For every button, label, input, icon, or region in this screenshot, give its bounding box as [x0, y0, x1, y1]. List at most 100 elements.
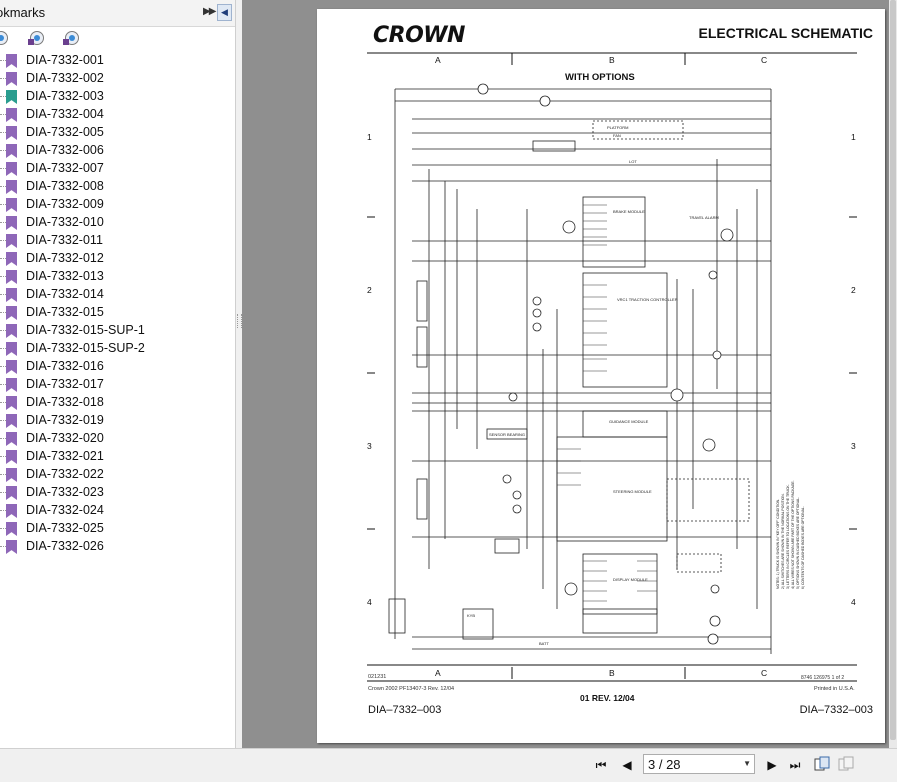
document-viewer[interactable]: CROWN ELECTRICAL SCHEMATIC WITH OPTIONS [242, 0, 897, 748]
bookmark-item[interactable]: DIA-7332-014 [0, 286, 235, 304]
bookmark-item[interactable]: DIA-7332-026 [0, 538, 235, 556]
bookmark-label: DIA-7332-021 [26, 449, 104, 463]
previous-page-icon[interactable]: ◀ [622, 758, 632, 772]
svg-text:3) LETTERS IN CIRCLES REFER TO: 3) LETTERS IN CIRCLES REFER TO LOCATIONS… [786, 484, 790, 589]
bookmark-icon [6, 180, 17, 194]
bookmark-find-icon[interactable] [28, 31, 44, 45]
bookmark-item[interactable]: DIA-7332-020 [0, 430, 235, 448]
column-label-a-bottom: A [435, 668, 441, 678]
panel-splitter[interactable] [236, 0, 242, 781]
platform-label: PLATFORM [607, 125, 628, 130]
bookmark-label: DIA-7332-018 [26, 395, 104, 409]
bookmark-item[interactable]: DIA-7332-016 [0, 358, 235, 376]
chevron-down-icon[interactable]: ▼ [743, 759, 751, 768]
display-module-label: DISPLAY MODULE [613, 577, 648, 582]
first-page-icon[interactable]: ⏮ [595, 758, 607, 772]
tree-connector [0, 294, 6, 295]
svg-text:6) CONTENTS OF DASHED BOXES AR: 6) CONTENTS OF DASHED BOXES ARE OPTIONAL… [801, 506, 805, 589]
bookmark-icon [6, 288, 17, 302]
bookmark-item[interactable]: DIA-7332-012 [0, 250, 235, 268]
bookmark-item[interactable]: DIA-7332-006 [0, 142, 235, 160]
bookmark-item[interactable]: DIA-7332-007 [0, 160, 235, 178]
bookmark-item[interactable]: DIA-7332-013 [0, 268, 235, 286]
tree-connector [0, 132, 6, 133]
bookmark-item[interactable]: DIA-7332-008 [0, 178, 235, 196]
bookmark-goto-icon[interactable] [63, 31, 79, 45]
last-page-icon[interactable]: ⏭ [789, 758, 801, 772]
tree-connector [0, 60, 6, 61]
lot-label: LOT [629, 159, 637, 164]
fan-label: FAN [613, 133, 621, 138]
bookmark-item[interactable]: DIA-7332-010 [0, 214, 235, 232]
bookmark-icon [6, 342, 17, 356]
page-number-field[interactable]: 3 / 28 ▼ [643, 754, 755, 774]
bookmark-icon [6, 108, 17, 122]
triangle-left-icon[interactable]: ◀ [217, 4, 232, 21]
bookmark-item[interactable]: DIA-7332-003 [0, 88, 235, 106]
electrical-schematic: PLATFORM FAN LOT BRAKE MODULE TRAVEL ALA… [367, 52, 857, 682]
bookmark-item[interactable]: DIA-7332-018 [0, 394, 235, 412]
svg-text:4) ALL WIRES NOT SHOWN ARE PAR: 4) ALL WIRES NOT SHOWN ARE PART OF THE O… [791, 480, 795, 589]
tree-connector [0, 528, 6, 529]
bookmark-label: DIA-7332-024 [26, 503, 104, 517]
bookmark-item[interactable]: DIA-7332-015 [0, 304, 235, 322]
sensor-bearing-label: SENSOR BEARING [489, 432, 525, 437]
bookmark-item[interactable]: DIA-7332-001 [0, 52, 235, 70]
bookmark-label: DIA-7332-009 [26, 197, 104, 211]
bookmark-item[interactable]: DIA-7332-004 [0, 106, 235, 124]
double-chevron-right-icon[interactable]: ▶▶ [203, 6, 216, 17]
bookmark-icon [6, 450, 17, 464]
bookmark-item[interactable]: DIA-7332-017 [0, 376, 235, 394]
tree-connector [0, 240, 6, 241]
bookmark-item[interactable]: DIA-7332-015-SUP-2 [0, 340, 235, 358]
bookmark-item[interactable]: DIA-7332-023 [0, 484, 235, 502]
bookmark-label: DIA-7332-023 [26, 485, 104, 499]
column-label-c: C [761, 55, 768, 65]
bookmark-item[interactable]: DIA-7332-024 [0, 502, 235, 520]
pdf-page: CROWN ELECTRICAL SCHEMATIC WITH OPTIONS [317, 9, 885, 743]
bookmark-item[interactable]: DIA-7332-015-SUP-1 [0, 322, 235, 340]
tree-connector [0, 492, 6, 493]
bookmark-icon [6, 54, 17, 68]
tree-connector [0, 348, 6, 349]
next-page-icon[interactable]: ▶ [767, 758, 777, 772]
bookmark-item[interactable]: DIA-7332-009 [0, 196, 235, 214]
batt-label: BATT [539, 641, 549, 646]
fit-page-icon[interactable] [814, 756, 830, 772]
diagram-id-right: DIA–7332–003 [799, 704, 873, 716]
tree-connector [0, 456, 6, 457]
bookmark-label: DIA-7332-005 [26, 125, 104, 139]
bookmark-label: DIA-7332-015-SUP-2 [26, 341, 145, 355]
bookmark-icon [6, 198, 17, 212]
bookmark-label: DIA-7332-011 [26, 233, 103, 247]
tree-connector [0, 186, 6, 187]
vertical-scrollbar[interactable] [889, 0, 897, 748]
tree-connector [0, 150, 6, 151]
bookmark-item[interactable]: DIA-7332-005 [0, 124, 235, 142]
bookmark-item[interactable]: DIA-7332-011 [0, 232, 235, 250]
bookmark-item[interactable]: DIA-7332-002 [0, 70, 235, 88]
bookmark-icon [6, 540, 17, 554]
tree-connector [0, 258, 6, 259]
bookmark-icon [6, 252, 17, 266]
tree-connector [0, 546, 6, 547]
steering-module-label: STEERING MODULE [613, 489, 652, 494]
bookmark-item[interactable]: DIA-7332-025 [0, 520, 235, 538]
bookmark-label: DIA-7332-015 [26, 305, 104, 319]
bookmark-item[interactable]: DIA-7332-022 [0, 466, 235, 484]
bookmark-label: DIA-7332-003 [26, 89, 104, 103]
tree-connector [0, 114, 6, 115]
bookmark-icon [6, 72, 17, 86]
bookmark-label: DIA-7332-019 [26, 413, 104, 427]
bookmark-icon [6, 234, 17, 248]
copy-page-icon[interactable] [838, 756, 854, 772]
tree-connector [0, 78, 6, 79]
bookmark-item[interactable]: DIA-7332-019 [0, 412, 235, 430]
tree-connector [0, 96, 6, 97]
bookmark-icon [6, 396, 17, 410]
bookmark-item[interactable]: DIA-7332-021 [0, 448, 235, 466]
footer-revision: 01 REV. 12/04 [580, 693, 635, 703]
bookmark-expand-icon[interactable] [0, 31, 8, 45]
scrollbar-thumb[interactable] [890, 0, 896, 740]
bookmark-label: DIA-7332-004 [26, 107, 104, 121]
